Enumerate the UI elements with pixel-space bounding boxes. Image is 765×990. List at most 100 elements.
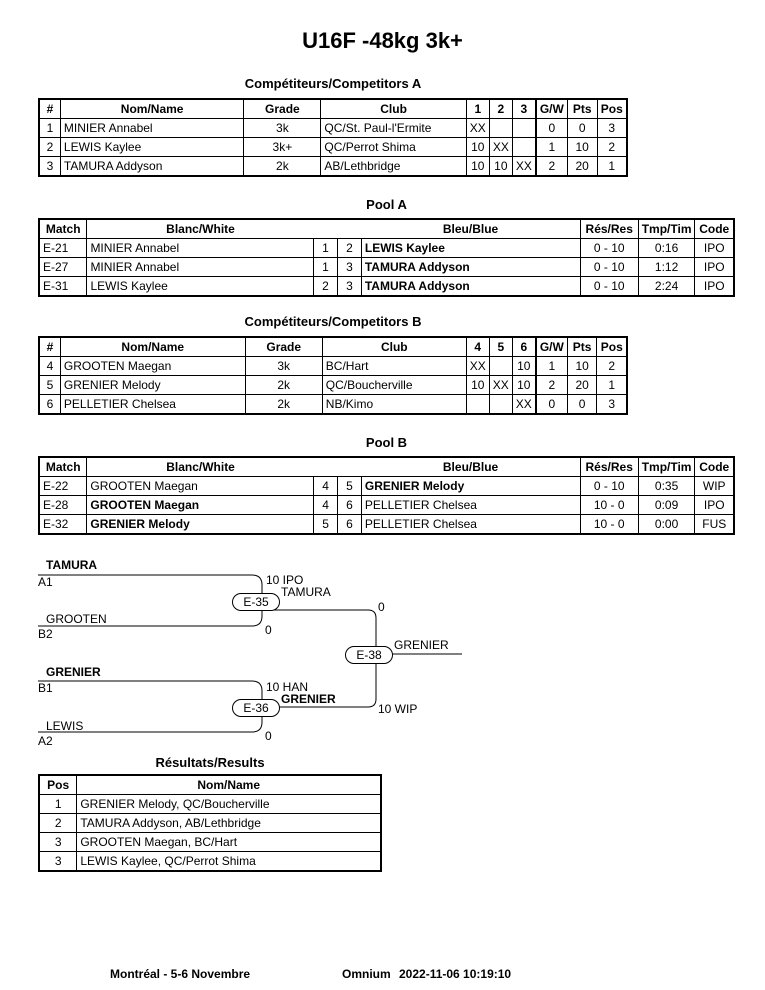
- bracket-name: GROOTEN: [46, 612, 107, 626]
- bracket-winner: GRENIER: [281, 692, 336, 706]
- pool-b-competitors-table: # Nom/Name Grade Club 4 5 6 G/W Pts Pos …: [38, 336, 628, 415]
- cell: IPO: [694, 257, 735, 277]
- cell: 5: [313, 514, 339, 535]
- table-header-row: Match Blanc/White Bleu/Blue Rés/Res Tmp/…: [38, 456, 735, 477]
- cell: 2:24: [637, 276, 696, 297]
- results-table: Pos Nom/Name 1 GRENIER Melody, QC/Bouche…: [38, 774, 382, 872]
- cell: LEWIS Kaylee: [86, 276, 315, 297]
- cell: LEWIS Kaylee, QC/Perrot Shima: [76, 851, 382, 872]
- cell: 2k: [244, 375, 323, 395]
- cell: 10: [465, 156, 490, 177]
- cell: 1: [534, 137, 568, 157]
- cell: QC/Boucherville: [321, 375, 467, 395]
- cell: 2: [38, 813, 78, 833]
- bracket-score: 0: [265, 623, 272, 637]
- cell: E-27: [38, 257, 88, 277]
- col-header: Blanc/White: [86, 456, 314, 477]
- cell: 0 - 10: [579, 257, 639, 277]
- cell: E-32: [38, 514, 88, 535]
- cell: IPO: [694, 495, 735, 515]
- footer-timestamp: 2022-11-06 10:19:10: [399, 967, 512, 981]
- cell: IPO: [694, 276, 735, 297]
- cell: GROOTEN Maegan: [86, 476, 315, 496]
- cell: TAMURA Addyson, AB/Lethbridge: [76, 813, 382, 833]
- cell: 3: [38, 851, 78, 872]
- table-row: E-27 MINIER Annabel 1 3 TAMURA Addyson 0…: [38, 257, 735, 277]
- cell: XX: [511, 156, 537, 177]
- table-row: 1 GRENIER Melody, QC/Boucherville: [38, 794, 382, 814]
- cell: GRENIER Melody: [86, 514, 315, 535]
- cell: WIP: [694, 476, 735, 496]
- match-badge: E-35: [232, 593, 280, 611]
- table-row: 6 PELLETIER Chelsea 2k NB/Kimo XX 0 0 3: [38, 394, 628, 415]
- col-header: Pos: [596, 98, 628, 119]
- table-header-row: Pos Nom/Name: [38, 774, 382, 795]
- table-header-row: # Nom/Name Grade Club 4 5 6 G/W Pts Pos: [38, 336, 628, 357]
- cell: TAMURA Addyson: [360, 257, 581, 277]
- cell: 10: [465, 375, 490, 395]
- cell: 3: [596, 394, 628, 415]
- cell: 6: [337, 495, 362, 515]
- cell: GROOTEN Maegan, BC/Hart: [76, 832, 382, 852]
- cell: 1:12: [637, 257, 696, 277]
- cell: 4: [313, 476, 339, 496]
- cell: XX: [488, 137, 513, 157]
- cell: 10 - 0: [579, 495, 639, 515]
- results-heading: Résultats/Results: [155, 755, 265, 770]
- cell: E-31: [38, 276, 88, 297]
- cell: 0:16: [637, 238, 696, 258]
- cell: 0 - 10: [579, 276, 639, 297]
- cell: QC/Perrot Shima: [320, 137, 467, 157]
- cell: XX: [511, 394, 537, 415]
- pool-b-heading: Pool B: [365, 435, 408, 450]
- cell: MINIER Annabel: [86, 257, 315, 277]
- cell: GROOTEN Maegan: [59, 356, 246, 376]
- cell: TAMURA Addyson: [59, 156, 245, 177]
- pool-a-heading: Pool A: [366, 197, 407, 212]
- cell: IPO: [694, 238, 735, 258]
- cell: GRENIER Melody: [59, 375, 246, 395]
- cell: 10: [488, 156, 513, 177]
- table-row: 3 TAMURA Addyson 2k AB/Lethbridge 10 10 …: [38, 156, 628, 177]
- bracket-seed: B2: [38, 627, 53, 641]
- footer-event: Omnium: [342, 967, 391, 981]
- pool-a-competitors-heading: Compétiteurs/Competitors A: [244, 76, 422, 91]
- cell: 0: [566, 394, 598, 415]
- pool-b-competitors-heading: Compétiteurs/Competitors B: [244, 314, 422, 329]
- cell: 5: [38, 375, 61, 395]
- cell: [488, 394, 513, 415]
- cell: XX: [488, 375, 513, 395]
- table-row: E-32 GRENIER Melody 5 6 PELLETIER Chelse…: [38, 514, 735, 535]
- bracket-seed: A1: [38, 575, 53, 589]
- cell: 10: [566, 137, 598, 157]
- cell: 10: [511, 375, 537, 395]
- bracket-winner: TAMURA: [281, 585, 331, 599]
- col-header: Pos: [38, 774, 78, 795]
- cell: MINIER Annabel: [59, 118, 245, 138]
- cell: QC/St. Paul-l'Ermite: [320, 118, 467, 138]
- bracket-champion: GRENIER: [394, 638, 449, 652]
- table-row: 5 GRENIER Melody 2k QC/Boucherville 10 X…: [38, 375, 628, 395]
- cell: FUS: [694, 514, 735, 535]
- table-row: 3 GROOTEN Maegan, BC/Hart: [38, 832, 382, 852]
- cell: PELLETIER Chelsea: [360, 495, 581, 515]
- col-header: Code: [694, 218, 735, 239]
- cell: 2k: [243, 156, 322, 177]
- cell: 0:09: [637, 495, 696, 515]
- bracket-name: GRENIER: [46, 665, 101, 679]
- cell: 2: [596, 137, 628, 157]
- col-header: Code: [694, 456, 735, 477]
- cell: LEWIS Kaylee: [59, 137, 245, 157]
- cell: 0 - 10: [579, 476, 639, 496]
- cell: 4: [38, 356, 61, 376]
- table-row: 2 TAMURA Addyson, AB/Lethbridge: [38, 813, 382, 833]
- col-header: Nom/Name: [76, 774, 382, 795]
- col-header: G/W: [534, 98, 568, 119]
- bracket-score: 10 IPO: [266, 573, 304, 587]
- bracket-score: 0: [378, 600, 385, 614]
- table-header-row: # Nom/Name Grade Club 1 2 3 G/W Pts Pos: [38, 98, 628, 119]
- cell: NB/Kimo: [321, 394, 467, 415]
- cell: 3: [38, 832, 78, 852]
- cell: 20: [566, 375, 598, 395]
- col-header: Blanc/White: [86, 218, 314, 239]
